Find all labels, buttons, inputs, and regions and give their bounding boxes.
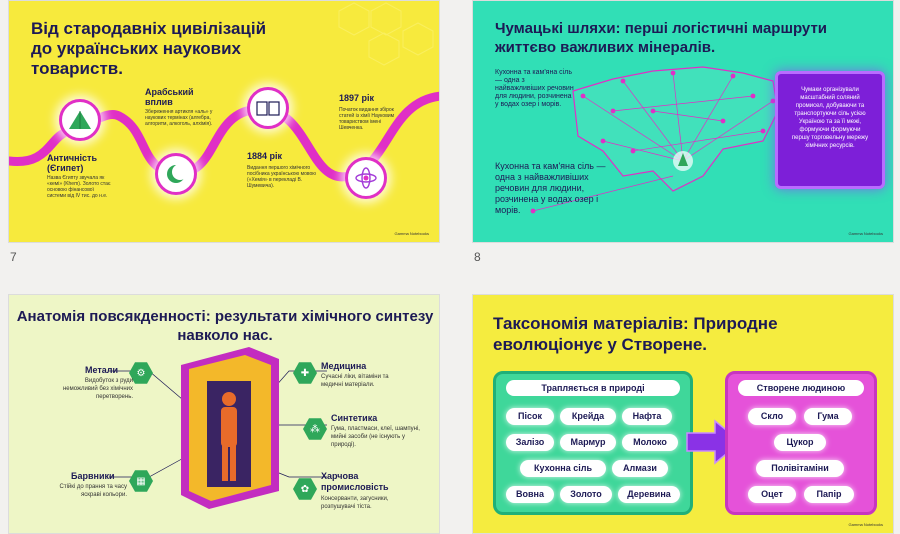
- salt-note-large: Кухонна та кам'яна сіль — одна з найважл…: [495, 161, 606, 215]
- palette-icon: ▦: [129, 470, 153, 492]
- node-label: 1884 рік: [247, 151, 283, 161]
- material-pill: Крейда: [560, 408, 616, 425]
- slide-title: Анатомія повсякденності: результати хімі…: [16, 308, 434, 344]
- item-desc: Видобуток з руди неможливий без хімічних…: [62, 378, 133, 400]
- wheat-icon: ✿: [293, 478, 317, 500]
- material-pill: Залізо: [506, 434, 554, 451]
- material-pill: Кухонна сіль: [520, 460, 606, 477]
- material-pill: Алмази: [612, 460, 668, 477]
- node-label: 1897 рік: [339, 93, 375, 103]
- material-pill: Мармур: [560, 434, 616, 451]
- slide-number: 7: [10, 250, 17, 264]
- medicine-icon: ✚: [293, 362, 317, 384]
- material-pill: Деревина: [618, 486, 680, 503]
- artificial-heading: Створене людиною: [738, 380, 864, 396]
- node-desc: Збереження артикля «аль» у наукових терм…: [145, 109, 213, 127]
- book-icon: [247, 87, 289, 129]
- credit: Gamma Notebooks: [394, 231, 429, 236]
- item-label: Метали: [85, 365, 119, 375]
- slide-title: Від стародавніх цивілізацій до українськ…: [31, 19, 267, 78]
- item-label: Медицина: [321, 361, 367, 371]
- material-pill: Скло: [748, 408, 796, 425]
- item-desc: Консерванти, загусники, розпушувачі тіст…: [321, 496, 389, 510]
- natural-materials-box: Трапляється в природі Пісок Крейда Нафта…: [493, 371, 693, 515]
- item-label: Синтетика: [331, 413, 378, 423]
- node-desc: Початок видання збірок статей із хімії Н…: [339, 107, 395, 131]
- slide-10-thumbnail[interactable]: Таксономія матеріалів: Природне еволюціо…: [472, 294, 894, 534]
- item-label: Барвники: [71, 471, 115, 481]
- natural-heading: Трапляється в природі: [506, 380, 680, 396]
- material-pill: Молоко: [622, 434, 678, 451]
- slide-9-thumbnail[interactable]: Анатомія повсякденності: результати хімі…: [8, 294, 440, 534]
- node-desc: Назва Єгипту звучала як «кемі» (Khem). З…: [47, 175, 111, 199]
- slide-7-thumbnail[interactable]: Від стародавніх цивілізацій до українськ…: [8, 0, 440, 243]
- material-pill: Папір: [804, 486, 854, 503]
- item-desc: Сучасні ліки, вітаміни та медичні матері…: [321, 374, 389, 388]
- slide-8-thumbnail[interactable]: Чумацькі шляхи: перші логістичні маршрут…: [472, 0, 894, 243]
- material-pill: Золото: [560, 486, 612, 503]
- item-desc: Гума, пластмаси, клеї, шампуні, мийні за…: [331, 426, 420, 448]
- gears-icon: ⚙: [129, 362, 153, 384]
- material-pill: Полівітаміни: [756, 460, 844, 477]
- item-desc: Стійкі до прання та часу яскраві кольори…: [59, 484, 127, 498]
- crescent-icon: [155, 153, 197, 195]
- pyramid-icon: [59, 99, 101, 141]
- artificial-materials-box: Створене людиною Скло Гума Цукор Полівіт…: [725, 371, 877, 515]
- molecule-icon: ⁂: [303, 418, 327, 440]
- slide-title: Чумацькі шляхи: перші логістичні маршрут…: [495, 20, 828, 56]
- salt-note-small: Кухонна та кам'яна сіль — одна з найважл…: [495, 69, 574, 108]
- human-figure-panel: [109, 347, 327, 509]
- material-pill: Нафта: [622, 408, 672, 425]
- slide-title: Таксономія матеріалів: Природне еволюціо…: [493, 314, 778, 354]
- slide-number: 8: [474, 250, 481, 264]
- node-desc: Видання першого хімічного посібника укра…: [247, 165, 317, 189]
- credit: Gamma Notebooks: [848, 522, 883, 527]
- ukraine-map-network: [530, 66, 779, 214]
- atom-icon: [345, 157, 387, 199]
- material-pill: Цукор: [774, 434, 826, 451]
- chumaky-info-panel: Чумаки організували масштабний соляний п…: [775, 71, 885, 189]
- material-pill: Оцет: [748, 486, 796, 503]
- credit: Gamma Notebooks: [848, 231, 883, 236]
- node-label: Арабський вплив: [145, 87, 194, 107]
- item-label: Харчова промисловість: [321, 471, 389, 492]
- material-pill: Пісок: [506, 408, 554, 425]
- material-pill: Гума: [804, 408, 852, 425]
- material-pill: Вовна: [506, 486, 554, 503]
- node-label: Античність (Єгипет): [47, 153, 97, 173]
